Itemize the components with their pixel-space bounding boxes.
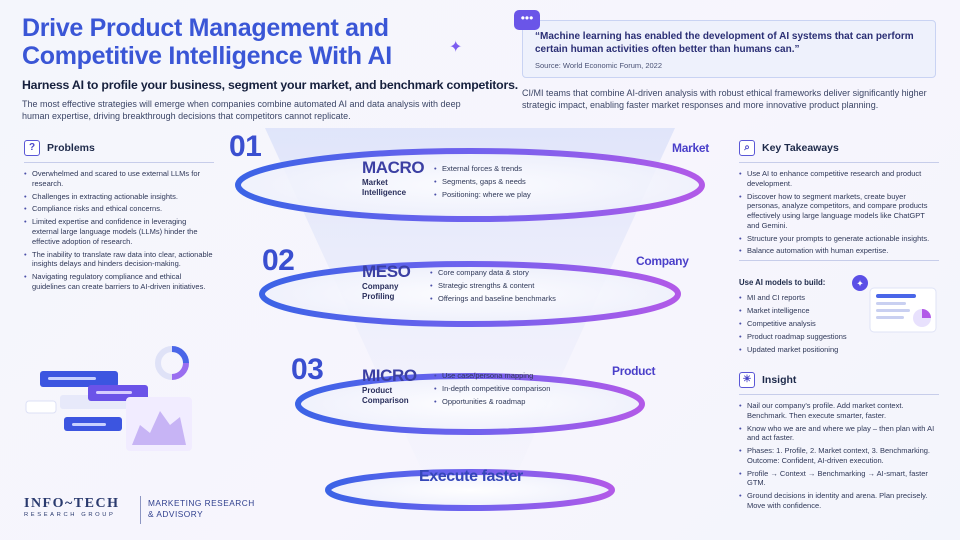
level-subtitle: Market Intelligence [362,178,407,197]
insight-title: Insight [762,374,797,386]
footer-practice: MARKETING RESEARCH & ADVISORY [148,498,255,520]
search-icon: ⌕ [739,140,755,156]
list-item: External forces & trends [434,164,584,174]
dashboard-illustration: ✦ [852,275,937,333]
level-number: 01 [229,130,262,163]
takeaways-title: Key Takeaways [762,142,839,154]
chat-chart-illustration [25,346,192,451]
problems-panel: ? Problems Overwhelmed and scared to use… [24,140,214,295]
list-item: Overwhelmed and scared to use external L… [24,169,214,188]
side-label-market: Market [672,141,709,155]
list-item: Navigating regulatory compliance and eth… [24,272,214,291]
level-number: 02 [262,244,295,277]
list-item: Updated market positioning [739,345,869,355]
level-bullets: Use case/persona mapping In-depth compet… [434,371,584,410]
list-item: Competitive analysis [739,319,869,329]
footer-line: MARKETING RESEARCH [148,498,255,508]
list-item: Product roadmap suggestions [739,332,869,342]
list-item: Phases: 1. Profile, 2. Market context, 3… [739,446,939,465]
list-item: Segments, gaps & needs [434,177,584,187]
models-panel: Use AI models to build: MI and CI report… [739,278,869,357]
list-item: Nail our company's profile. Add market c… [739,401,939,420]
list-item: In-depth competitive comparison [434,384,584,394]
quote-text: “Machine learning has enabled the develo… [535,31,914,55]
ci-text: CI/MI teams that combine AI-driven analy… [522,88,927,110]
takeaways-list: Use AI to enhance competitive research a… [739,169,939,256]
level-title: MESO [362,262,411,281]
problems-title: Problems [47,142,95,154]
list-item: Ground decisions in identity and arena. … [739,491,939,510]
side-label-company: Company [636,254,689,268]
list-item: Compliance risks and ethical concerns. [24,204,214,214]
level-macro: MACRO Market Intelligence [362,158,425,197]
funnel-graphic [235,128,705,511]
execute-label: Execute faster [419,468,523,485]
problems-list: Overwhelmed and scared to use external L… [24,169,214,292]
chat-bubble-icon: ••• [514,10,540,30]
company-logo-subtitle: RESEARCH GROUP [24,512,116,518]
list-item: Balance automation with human expertise. [739,246,939,256]
sparkle-icon: ✦ [449,39,463,56]
list-item: Structure your prompts to generate actio… [739,234,939,244]
level-bullets: External forces & trends Segments, gaps … [434,164,584,203]
quote-source: Source: World Economic Forum, 2022 [535,61,662,70]
list-item: Opportunities & roadmap [434,397,584,407]
footer-line: & ADVISORY [148,509,204,519]
question-icon: ? [24,140,40,156]
level-meso: MESO Company Profiling [362,262,422,301]
level-subtitle: Product Comparison [362,386,409,405]
level-micro: MICRO Product Comparison [362,366,422,405]
svg-text:✦: ✦ [856,280,864,290]
list-item: Limited expertise and confidence in leve… [24,217,214,246]
side-label-product: Product [612,364,656,378]
models-title: Use AI models to build: [739,278,826,287]
list-item: Strategic strengths & content [430,281,590,291]
intro-text: The most effective strategies will emerg… [22,99,461,121]
list-item: Core company data & story [430,268,590,278]
footer-divider [140,496,141,524]
quote-box: “Machine learning has enabled the develo… [522,20,936,78]
list-item: Offerings and baseline benchmarks [430,294,590,304]
level-title: MACRO [362,158,425,177]
level-bullets: Core company data & story Strategic stre… [430,268,590,307]
level-title: MICRO [362,366,417,385]
company-logo: INFO~TECH [24,496,120,511]
models-list: MI and CI reports Market intelligence Co… [739,293,869,354]
lightbulb-icon: ☀ [739,372,755,388]
level-subtitle: Company Profiling [362,282,399,301]
insight-list: Nail our company's profile. Add market c… [739,401,939,511]
list-item: Profile → Context → Benchmarking → AI-sm… [739,469,939,488]
insight-panel: ☀ Insight Nail our company's profile. Ad… [739,372,939,514]
list-item: MI and CI reports [739,293,869,303]
list-item: Positioning: where we play [434,190,584,200]
list-item: Discover how to segment markets, create … [739,192,939,231]
list-item: Use AI to enhance competitive research a… [739,169,939,188]
list-item: Know who we are and where we play – then… [739,424,939,443]
page-title: Drive Product Management and Competitive… [22,14,392,70]
list-item: Market intelligence [739,306,869,316]
takeaways-panel: ⌕ Key Takeaways Use AI to enhance compet… [739,140,939,267]
level-number: 03 [291,353,324,386]
list-item: Challenges in extracting actionable insi… [24,192,214,202]
list-item: The inability to translate raw data into… [24,250,214,269]
page-subtitle: Harness AI to profile your business, seg… [22,78,518,92]
list-item: Use case/persona mapping [434,371,584,381]
